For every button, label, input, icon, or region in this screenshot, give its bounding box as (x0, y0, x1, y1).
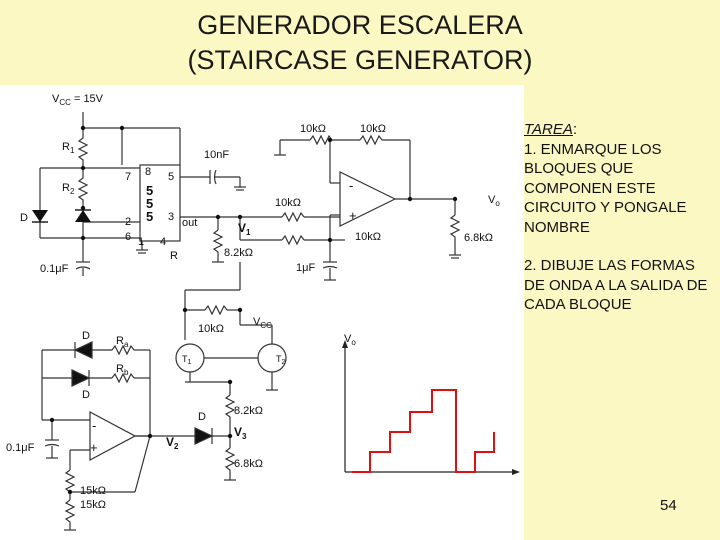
slide-title: GENERADOR ESCALERA (STAIRCASE GENERATOR) (0, 8, 720, 78)
cap-1u-label: 1μF (296, 262, 315, 274)
rb-label: R (116, 363, 124, 375)
out-label: out (182, 217, 197, 229)
cap-osc-label: 0.1μF (6, 442, 35, 454)
svg-text:R2: R2 (62, 182, 75, 196)
r-6k8-bot-label: 6.8kΩ (234, 458, 263, 470)
r-10k-ni-label: 10kΩ (355, 231, 381, 243)
r-15k-b-label: 15kΩ (80, 499, 106, 511)
svg-text:Ra: Ra (116, 335, 129, 349)
pin4-label: 4 (160, 236, 166, 248)
task-item-1: TAREA: 1. ENMARQUE LOS BLOQUES QUE COMPO… (524, 121, 687, 236)
pin5-label: 5 (168, 171, 174, 183)
pin2-label: 2 (125, 216, 131, 228)
svg-text:Vo: Vo (344, 333, 356, 347)
r1-label: R (62, 141, 70, 153)
ic-label-3: 5 (146, 209, 153, 224)
ra-label: R (116, 335, 124, 347)
svg-text:+: + (90, 440, 98, 455)
pin3-label: 3 (168, 211, 174, 223)
svg-text:R1: R1 (62, 141, 75, 155)
v1-label: V (238, 221, 246, 235)
r-10k-in-label: 10kΩ (275, 197, 301, 209)
svg-text:T1: T1 (182, 354, 192, 366)
diode-label: D (20, 212, 28, 224)
v3-label: V (234, 425, 242, 439)
diode-v3-label: D (198, 411, 206, 423)
svg-text:VCC: VCC (253, 316, 272, 330)
diagram-background (0, 85, 524, 540)
v2-label: V (166, 435, 174, 449)
svg-text:+: + (349, 208, 357, 223)
r-10k-fb2-label: 10kΩ (360, 123, 386, 135)
task-item-2: 2. DIBUJE LAS FORMAS DE ONDA A LA SALIDA… (524, 256, 714, 315)
r-10k-t-label: 10kΩ (198, 323, 224, 335)
r-10k-fb1-label: 10kΩ (300, 123, 326, 135)
diode-top-label: D (82, 330, 90, 342)
waveform-axis-label: V (344, 333, 352, 345)
r-timer-label: R (170, 250, 178, 262)
r-15k-a-label: 15kΩ (80, 485, 106, 497)
r-8k2-bot-label: 8.2kΩ (234, 405, 263, 417)
diode-mid-label: D (82, 389, 90, 401)
pin6-label: 6 (125, 231, 131, 243)
title-line-1: GENERADOR ESCALERA (197, 10, 523, 40)
r-8k2-top-label: 8.2kΩ (224, 247, 253, 259)
r2-label: R (62, 182, 70, 194)
svg-text:VCC = 15V: VCC = 15V (52, 93, 104, 107)
ic-label-2: 5 (146, 196, 153, 211)
t2-label: T (276, 354, 282, 364)
title-line-2: (STAIRCASE GENERATOR) (187, 45, 533, 75)
t1-label: T (182, 354, 188, 364)
svg-text:V3: V3 (234, 425, 247, 441)
vcc-t-label: V (253, 316, 261, 328)
page-number: 54 (660, 497, 677, 514)
diode-left-icon (32, 210, 48, 222)
svg-text:Rb: Rb (116, 363, 129, 377)
cap-timer-label: 0.1μF (40, 263, 69, 275)
vo-label: V (488, 194, 496, 206)
task-notes: TAREA: 1. ENMARQUE LOS BLOQUES QUE COMPO… (524, 120, 714, 334)
svg-text:Vo: Vo (488, 194, 500, 208)
svg-text:V2: V2 (166, 435, 179, 451)
cap-10n-label: 10nF (204, 149, 229, 161)
svg-text:-: - (349, 178, 353, 193)
svg-text:T2: T2 (276, 354, 286, 366)
r-6k8-out-label: 6.8kΩ (464, 232, 493, 244)
diode-right-icon (75, 210, 91, 222)
ic-label-1: 5 (146, 183, 153, 198)
svg-text:V1: V1 (238, 221, 251, 237)
vcc-main-label: V (52, 93, 60, 105)
task-item-1-text: 1. ENMARQUE LOS BLOQUES QUE COMPONEN EST… (524, 140, 687, 236)
staircase-waveform (352, 389, 495, 473)
pin7-label: 7 (125, 171, 131, 183)
task-item-2-text: 2. DIBUJE LAS FORMAS DE ONDA A LA SALIDA… (524, 257, 708, 313)
pin1-label: 1 (138, 236, 144, 248)
pin8-label: 8 (145, 166, 151, 178)
circuit-diagram: VCC = 15V R1 R2 D 0.1μF R 10nF 7 8 5 2 6… (0, 85, 524, 540)
task-label: TAREA (524, 121, 573, 138)
svg-text:-: - (92, 418, 96, 433)
